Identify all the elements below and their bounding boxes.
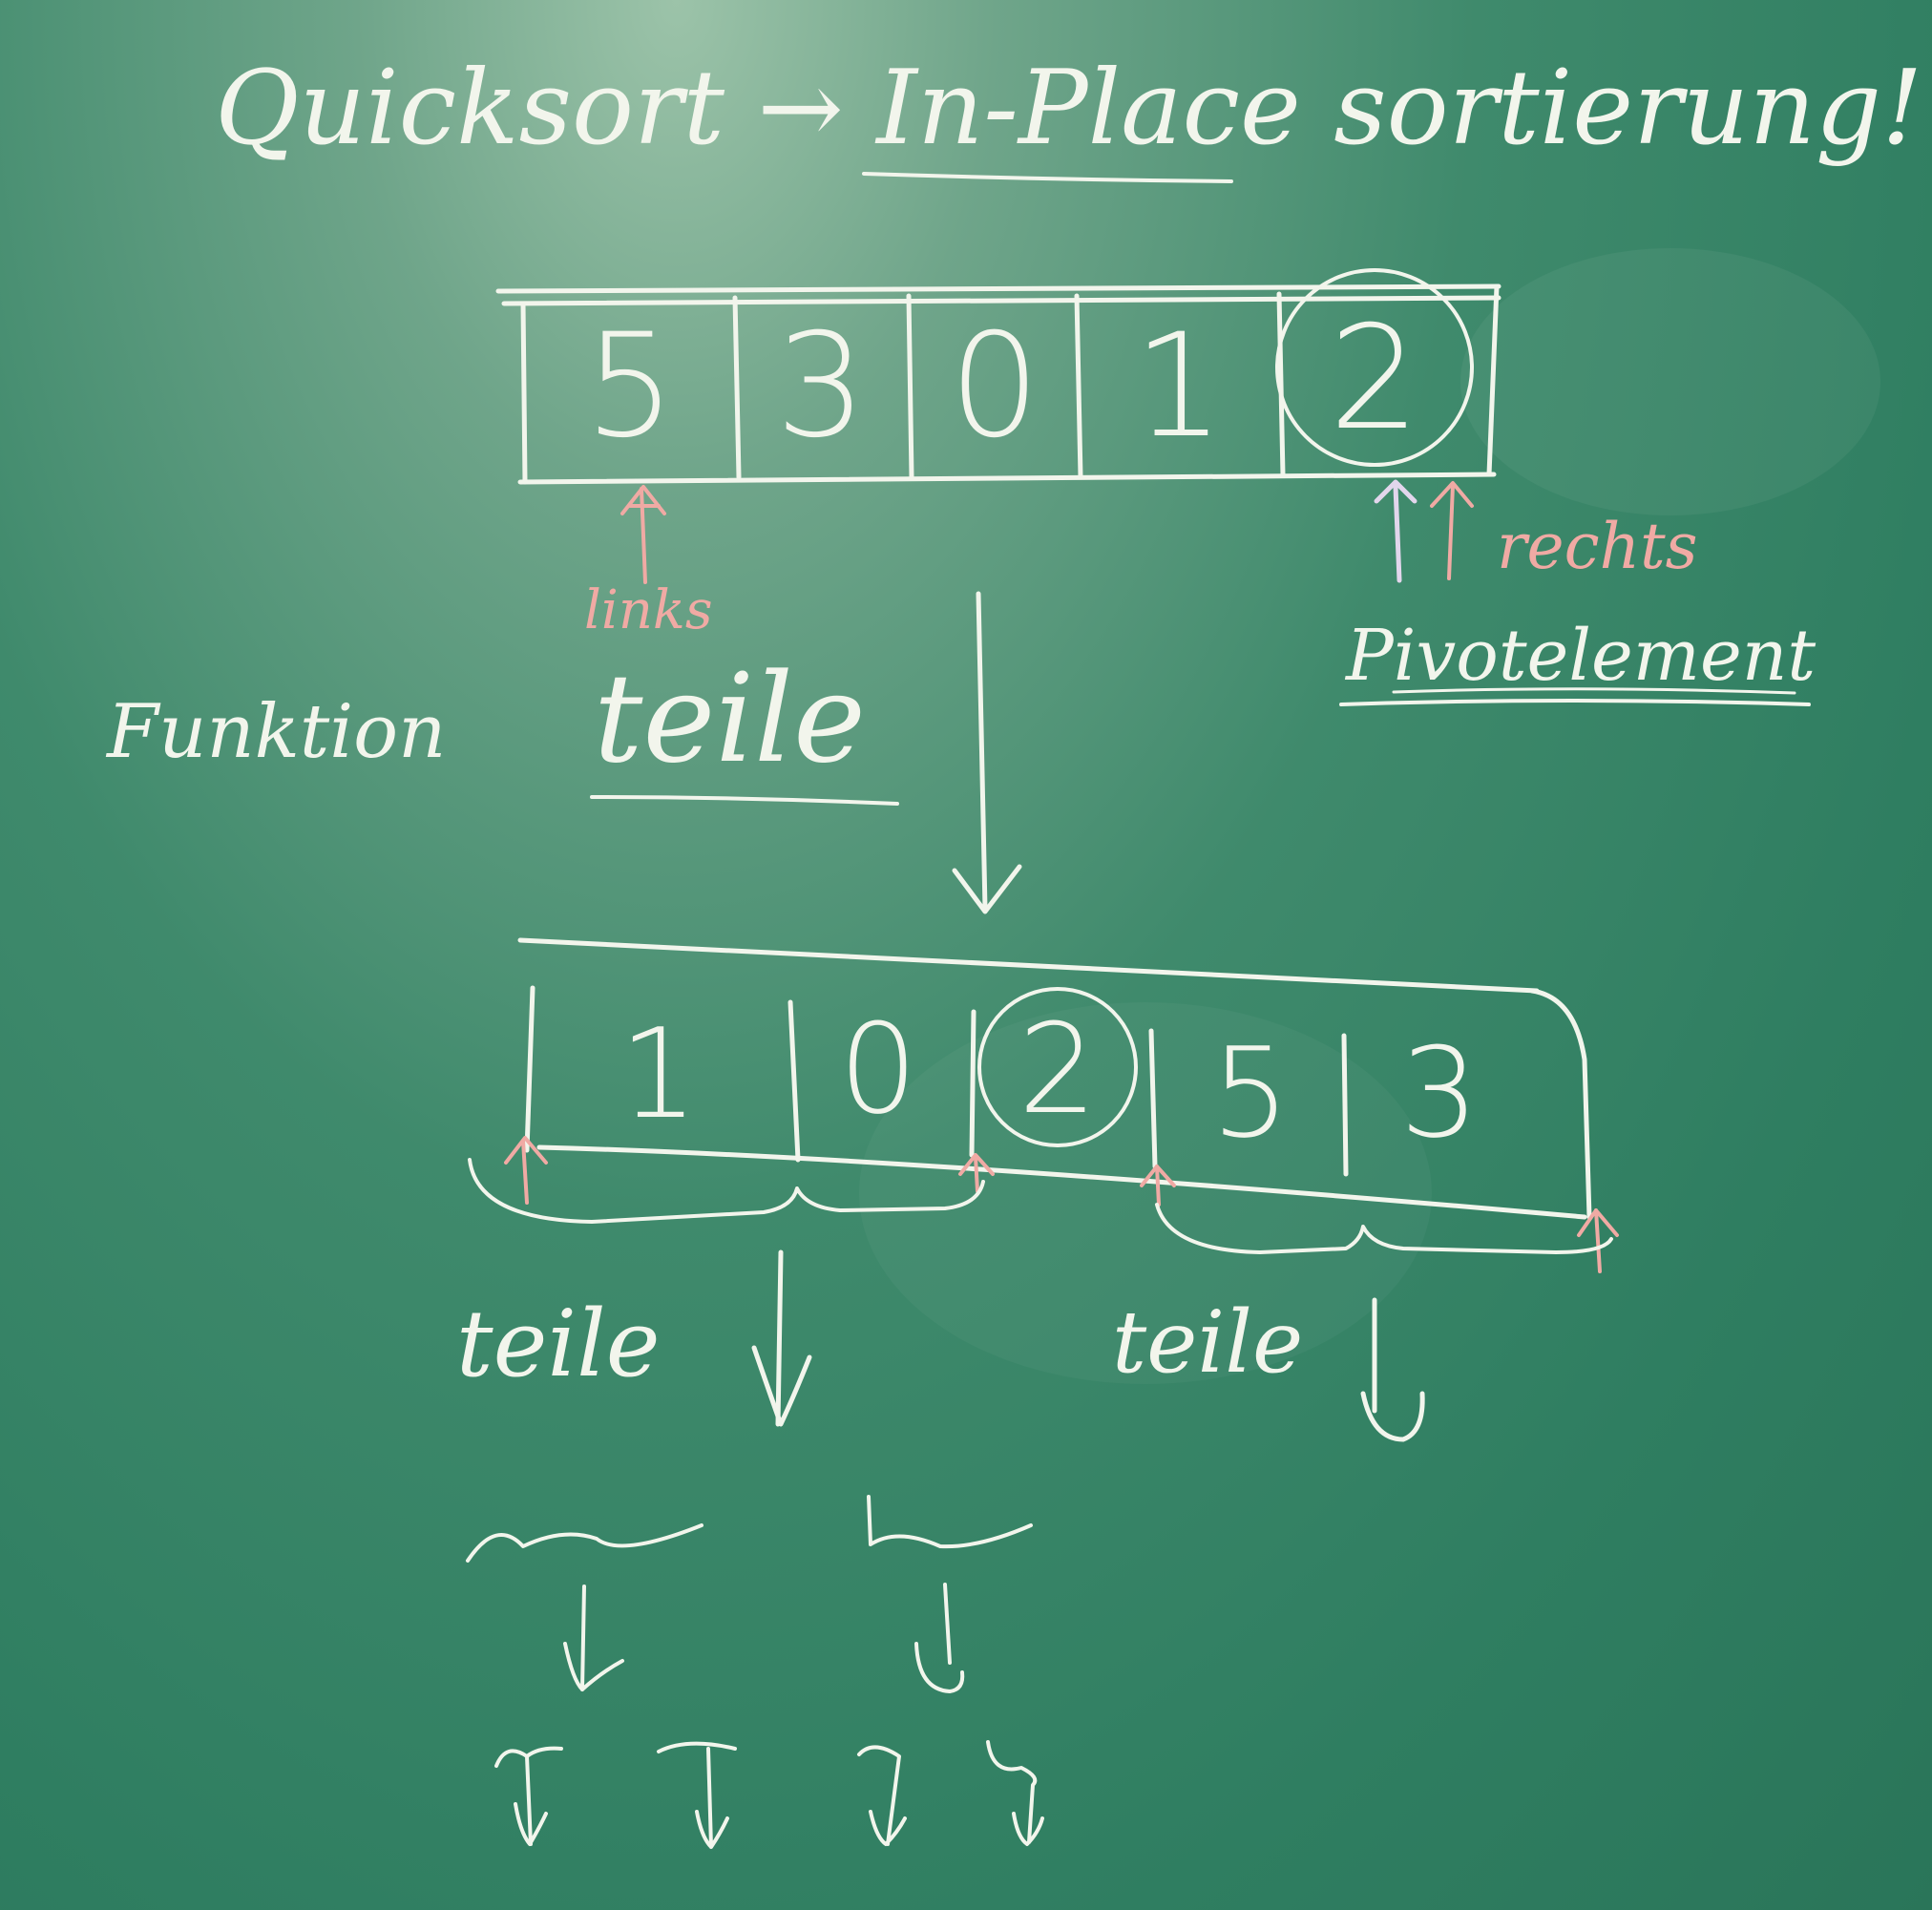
leaf-arrows [494, 1740, 1044, 1849]
transform-down-arrow [952, 591, 1022, 914]
links-label: links [584, 579, 713, 641]
lower-right-brace [867, 1495, 1033, 1549]
array-before-cell: 1 [1133, 304, 1225, 470]
rechts-pointer-arrow [1430, 481, 1474, 580]
right-partition-brace [1155, 1203, 1613, 1254]
title: Quicksort → In-Place sortierung! [215, 49, 1923, 168]
array-before-cell: 2 [1329, 296, 1420, 462]
function-underline [590, 795, 899, 806]
array-after-cell: 5 [1210, 1020, 1291, 1165]
array-after-cell: 3 [1399, 1020, 1480, 1165]
pivot-circle-top [1275, 268, 1474, 467]
pivot-pointer-arrow [1374, 479, 1418, 583]
lower-right-arrow [914, 1583, 965, 1693]
left-partition-brace [468, 1158, 985, 1224]
left-recursion-arrow [751, 1249, 812, 1427]
left-recursion-label: teile [456, 1291, 661, 1397]
rechts-label: rechts [1497, 510, 1698, 583]
pivot-circle-bottom [977, 987, 1138, 1147]
right-recursion-label: teile [1112, 1292, 1304, 1393]
lower-left-brace [466, 1523, 704, 1563]
array-after-cell: 0 [838, 997, 918, 1142]
title-underline [862, 172, 1233, 183]
sub-pointer-arrows [504, 1136, 1619, 1273]
array-before-cell: 0 [949, 304, 1040, 470]
function-label: Funktion [107, 689, 447, 775]
array-before-cell: 3 [775, 304, 867, 470]
function-name: teile [594, 648, 866, 790]
right-recursion-arrow [1360, 1297, 1425, 1442]
links-pointer-arrow [620, 485, 666, 584]
array-after-cell: 1 [619, 1001, 699, 1146]
pivot-label: Pivotelement [1346, 615, 1816, 697]
pivot-label-underline [1339, 699, 1811, 706]
array-before-box [495, 283, 1502, 485]
chalk-smudge [1460, 248, 1880, 515]
pivot-label-underline [1392, 687, 1796, 695]
chalk-smudge [859, 1002, 1432, 1384]
array-before-cell: 5 [584, 304, 676, 470]
array-after-cell: 2 [1018, 997, 1098, 1142]
array-after-box [517, 937, 1592, 1220]
lower-left-arrow [563, 1585, 624, 1691]
